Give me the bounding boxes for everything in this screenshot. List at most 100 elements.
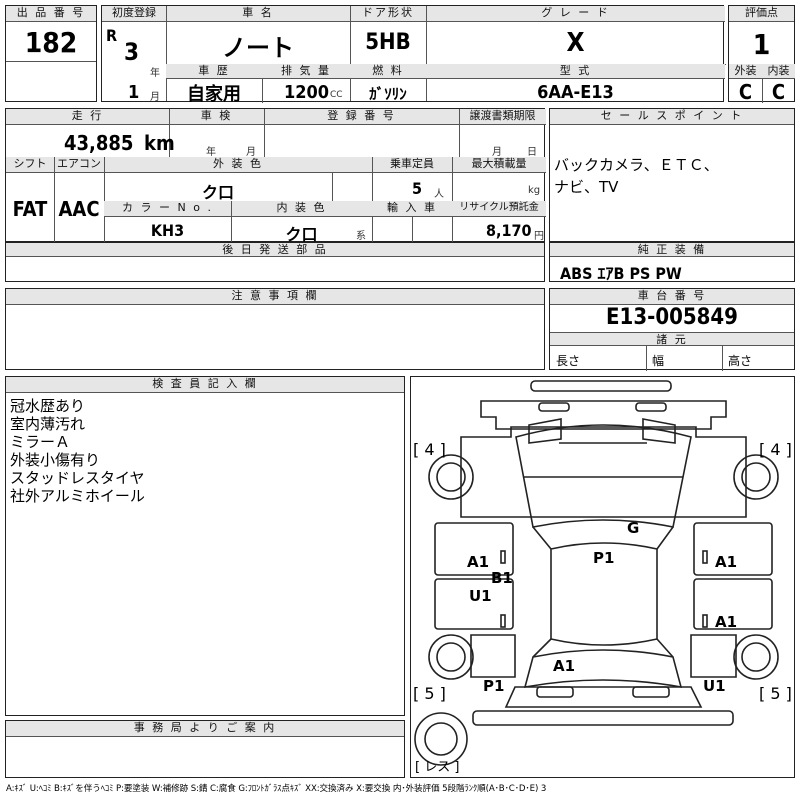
inspector-note-5: スタッドレスタイヤ <box>10 469 145 487</box>
interior-grade-value: C <box>771 80 786 104</box>
mileage-value: 43,885 <box>64 131 134 155</box>
max-load-header: 最大積載量 <box>452 157 546 173</box>
length-label: 長さ <box>556 354 581 368</box>
notes-header: 注 意 事 項 欄 <box>6 289 544 305</box>
inspection-month-unit: 月 <box>246 147 256 158</box>
cc-unit: CC <box>330 90 343 100</box>
month-unit: 月 <box>150 92 160 103</box>
interior-color-suffix: 系 <box>356 231 366 242</box>
height-label: 高さ <box>728 354 753 368</box>
inspection-year-unit: 年 <box>206 147 216 158</box>
history-header: 車 歴 <box>166 64 262 79</box>
tire-rear-right-label: [ 5 ] <box>759 684 792 703</box>
shift-header: シフト <box>6 157 54 173</box>
specs-header: 諸 元 <box>550 332 794 346</box>
color-no-header: カ ラ ー N o . <box>104 201 231 217</box>
recycle-value: 8,170 <box>486 221 532 240</box>
office-box: 事 務 局 よ り ご 案 内 <box>5 720 405 778</box>
later-parts-box: 後 日 発 送 部 品 <box>5 242 545 282</box>
damage-mark-right-rear-door: A1 <box>715 613 737 631</box>
model-value: 6AA-E13 <box>537 82 614 103</box>
inspector-note-2: 室内薄汚れ <box>10 415 86 433</box>
door-type-value: 5HB <box>365 30 411 55</box>
damage-mark-left-sill: B1 <box>491 569 513 587</box>
damage-mark-rear-left: P1 <box>483 677 504 695</box>
score-value: 1 <box>752 28 771 61</box>
inspection-header: 車 検 <box>169 109 264 125</box>
sales-point-header: セ ー ル ス ポ イ ン ト <box>550 109 794 125</box>
legend-text: A:ｷｽﾞ U:ﾍｺﾐ B:ｷｽﾞを伴うﾍｺﾐ P:要塗装 W:補修跡 S:錆 … <box>6 784 547 794</box>
damage-mark-windshield: G <box>627 519 639 537</box>
car-name-value: ノート <box>222 34 294 62</box>
aircon-header: エアコン <box>54 157 104 173</box>
capacity-value: 5 <box>412 179 423 198</box>
details-box: 走 行 車 検 登 録 番 号 譲渡書類期限 43,885 km 年 月 月 月… <box>5 108 546 244</box>
tire-rear-left-label: [ 5 ] <box>413 684 446 703</box>
lot-number-header: 出 品 番 号 <box>6 6 96 22</box>
mileage-header: 走 行 <box>6 109 169 125</box>
interior-color-header: 内 装 色 <box>231 201 372 217</box>
later-parts-header: 後 日 発 送 部 品 <box>6 243 544 257</box>
interior-grade-header: 内装 <box>762 64 795 79</box>
genuine-equipment-value: ABS ｴｱB PS PW <box>560 264 682 283</box>
sales-point-box: セ ー ル ス ポ イ ン ト バックカメラ、ＥＴＣ、 ナビ、TV <box>549 108 795 242</box>
genuine-equipment-header: 純 正 装 備 <box>550 243 794 257</box>
inspector-note-3: ミラーＡ <box>10 433 71 451</box>
damage-mark-roof: P1 <box>593 549 614 567</box>
capacity-header: 乗車定員 <box>372 157 452 173</box>
vehicle-info-box: 初度登録 車 名 ドア形状 グ レ ー ド R 3 年 1 月 ノート 5HB … <box>101 5 726 105</box>
door-type-header: ドア形状 <box>350 6 426 22</box>
lot-number-value: 182 <box>24 26 78 59</box>
recycle-header: リサイクル預託金 <box>452 201 546 217</box>
inspector-header: 検 査 員 記 入 欄 <box>6 377 404 393</box>
transfer-deadline-header: 譲渡書類期限 <box>459 109 546 125</box>
score-header: 評価点 <box>729 6 794 22</box>
office-header: 事 務 局 よ り ご 案 内 <box>6 721 404 737</box>
exterior-grade-header: 外装 <box>729 64 762 79</box>
car-outline-diagram: [ 4 ] [ 4 ] [ 5 ] [ 5 ] [ レス ] G P1 A1 B… <box>413 380 792 775</box>
model-header: 型 式 <box>426 64 725 79</box>
lot-number-box: 出 品 番 号 182 <box>5 5 97 102</box>
persons-unit: 人 <box>434 189 444 200</box>
damage-mark-right-front-door: A1 <box>715 553 737 571</box>
chassis-value: E13-005849 <box>606 305 738 330</box>
sales-point-line-2: ナビ、TV <box>554 178 619 196</box>
era-label: R <box>106 26 118 45</box>
damage-mark-rear-hatch: A1 <box>553 657 575 675</box>
tire-front-right-label: [ 4 ] <box>759 440 792 459</box>
history-value: 自家用 <box>187 84 241 105</box>
exterior-color-header: 外 装 色 <box>104 157 372 173</box>
inspector-note-1: 冠水歴あり <box>10 397 86 415</box>
genuine-equipment-box: 純 正 装 備 ABS ｴｱB PS PW <box>549 242 795 283</box>
year-unit: 年 <box>150 68 160 79</box>
import-header: 輸 入 車 <box>372 201 452 217</box>
color-no-value: KH3 <box>150 221 185 240</box>
displacement-value: 1200 <box>284 82 330 103</box>
yen-unit: 円 <box>534 231 544 242</box>
registration-no-header: 登 録 番 号 <box>264 109 459 125</box>
grade-header: グ レ ー ド <box>426 6 725 22</box>
first-registration-header: 初度登録 <box>102 6 166 22</box>
notes-box: 注 意 事 項 欄 <box>5 288 545 370</box>
damage-diagram: [ 4 ] [ 4 ] [ 5 ] [ 5 ] [ レス ] G P1 A1 B… <box>410 376 795 778</box>
chassis-header: 車 台 番 号 <box>550 289 794 305</box>
aircon-value: AAC <box>58 197 100 221</box>
interior-color-value: ク口 <box>285 225 318 244</box>
transfer-month-unit: 月 <box>492 147 502 158</box>
damage-mark-left-rear-door: U1 <box>469 587 492 605</box>
tire-front-left-label: [ 4 ] <box>413 440 446 459</box>
registration-month: 1 <box>128 82 140 103</box>
damage-mark-left-front-door: A1 <box>467 553 489 571</box>
inspector-note-6: 社外アルミホイール <box>10 487 145 505</box>
registration-year: 3 <box>124 38 140 66</box>
fuel-value: ｶﾞｿﾘﾝ <box>369 85 407 103</box>
exterior-grade-value: C <box>738 80 753 104</box>
damage-mark-rear-right: U1 <box>703 677 726 695</box>
sales-point-line-1: バックカメラ、ＥＴＣ、 <box>554 156 719 174</box>
inspector-note-4: 外装小傷有り <box>10 451 101 469</box>
fuel-header: 燃 料 <box>350 64 426 79</box>
exterior-color-value: ク口 <box>201 183 234 202</box>
width-label: 幅 <box>652 354 665 368</box>
grade-value: X <box>566 28 585 58</box>
spare-tire-label: [ レス ] <box>415 760 459 775</box>
